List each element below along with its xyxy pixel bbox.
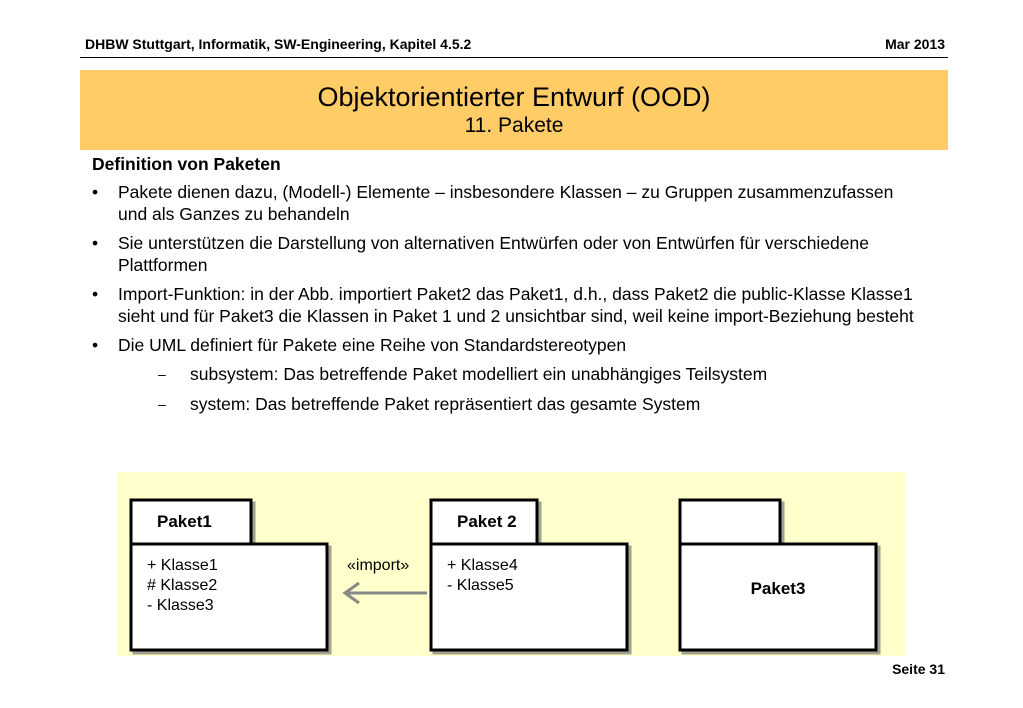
import-stereotype-label: «import» bbox=[347, 557, 409, 574]
bullet-mark: • bbox=[92, 233, 99, 253]
sub-bullet-text: subsystem: Das betreffende Paket modelli… bbox=[190, 364, 768, 384]
paket3-body bbox=[678, 542, 878, 652]
bullet-text: Import-Funktion: in der Abb. importiert … bbox=[118, 284, 914, 326]
package-paket2 bbox=[429, 498, 629, 652]
slide-content: Definition von Paketen • Pakete dienen da… bbox=[92, 153, 922, 423]
paket1-class-1: + Klasse1 bbox=[147, 557, 218, 574]
title-banner: Objektorientierter Entwurf (OOD) 11. Pak… bbox=[80, 70, 948, 150]
section-heading: Definition von Paketen bbox=[92, 154, 281, 174]
paket1-body bbox=[129, 542, 329, 652]
bullet-text: Sie unterstützen die Darstellung von alt… bbox=[118, 233, 869, 275]
paket3-name: Paket3 bbox=[751, 579, 806, 598]
package-paket1 bbox=[129, 498, 329, 652]
bullet-text: Die UML definiert für Pakete eine Reihe … bbox=[118, 335, 627, 355]
page-number: Seite 31 bbox=[892, 661, 945, 677]
bullet-item: • Import-Funktion: in der Abb. importiert… bbox=[92, 283, 922, 327]
package-paket3 bbox=[678, 498, 878, 652]
header-divider bbox=[80, 57, 948, 58]
bullet-item: • Pakete dienen dazu, (Modell-) Elemente … bbox=[92, 181, 922, 225]
sub-bullet-text: system: Das betreffende Paket repräsenti… bbox=[190, 394, 701, 414]
uml-package-diagram: Paket1 + Klasse1 # Klasse2 - Klasse3 «im… bbox=[117, 472, 905, 656]
header-date: Mar 2013 bbox=[885, 36, 945, 52]
slide-title: Objektorientierter Entwurf (OOD) bbox=[317, 82, 711, 112]
bullet-mark: • bbox=[92, 335, 99, 355]
import-arrow-head bbox=[342, 581, 360, 605]
paket2-name: Paket 2 bbox=[457, 512, 517, 531]
paket2-body bbox=[429, 542, 629, 652]
sub-bullet-mark: – bbox=[158, 396, 166, 412]
paket2-tab bbox=[429, 498, 539, 546]
sub-bullet-item: – system: Das betreffende Paket repräsent… bbox=[92, 393, 922, 415]
bullet-mark: • bbox=[92, 284, 99, 304]
bullet-text: Pakete dienen dazu, (Modell-) Elemente –… bbox=[118, 182, 894, 224]
paket3-tab bbox=[678, 498, 782, 546]
paket1-class-3: - Klasse3 bbox=[147, 597, 214, 614]
package-diagram-svg: Paket1 + Klasse1 # Klasse2 - Klasse3 «im… bbox=[129, 498, 878, 652]
paket1-class-2: # Klasse2 bbox=[147, 577, 217, 594]
bullet-item: • Sie unterstützen die Darstellung von al… bbox=[92, 232, 922, 276]
sub-bullet-mark: – bbox=[158, 366, 166, 382]
paket2-class-2: - Klasse5 bbox=[447, 577, 514, 594]
paket1-name: Paket1 bbox=[157, 512, 212, 531]
paket2-class-1: + Klasse4 bbox=[447, 557, 518, 574]
header-course-info: DHBW Stuttgart, Informatik, SW-Engineeri… bbox=[85, 36, 472, 52]
slide-subtitle: 11. Pakete bbox=[464, 114, 564, 137]
bullet-item: • Die UML definiert für Pakete eine Reihe… bbox=[92, 334, 922, 356]
bullet-mark: • bbox=[92, 182, 99, 202]
sub-bullet-item: – subsystem: Das betreffende Paket modell… bbox=[92, 363, 922, 385]
